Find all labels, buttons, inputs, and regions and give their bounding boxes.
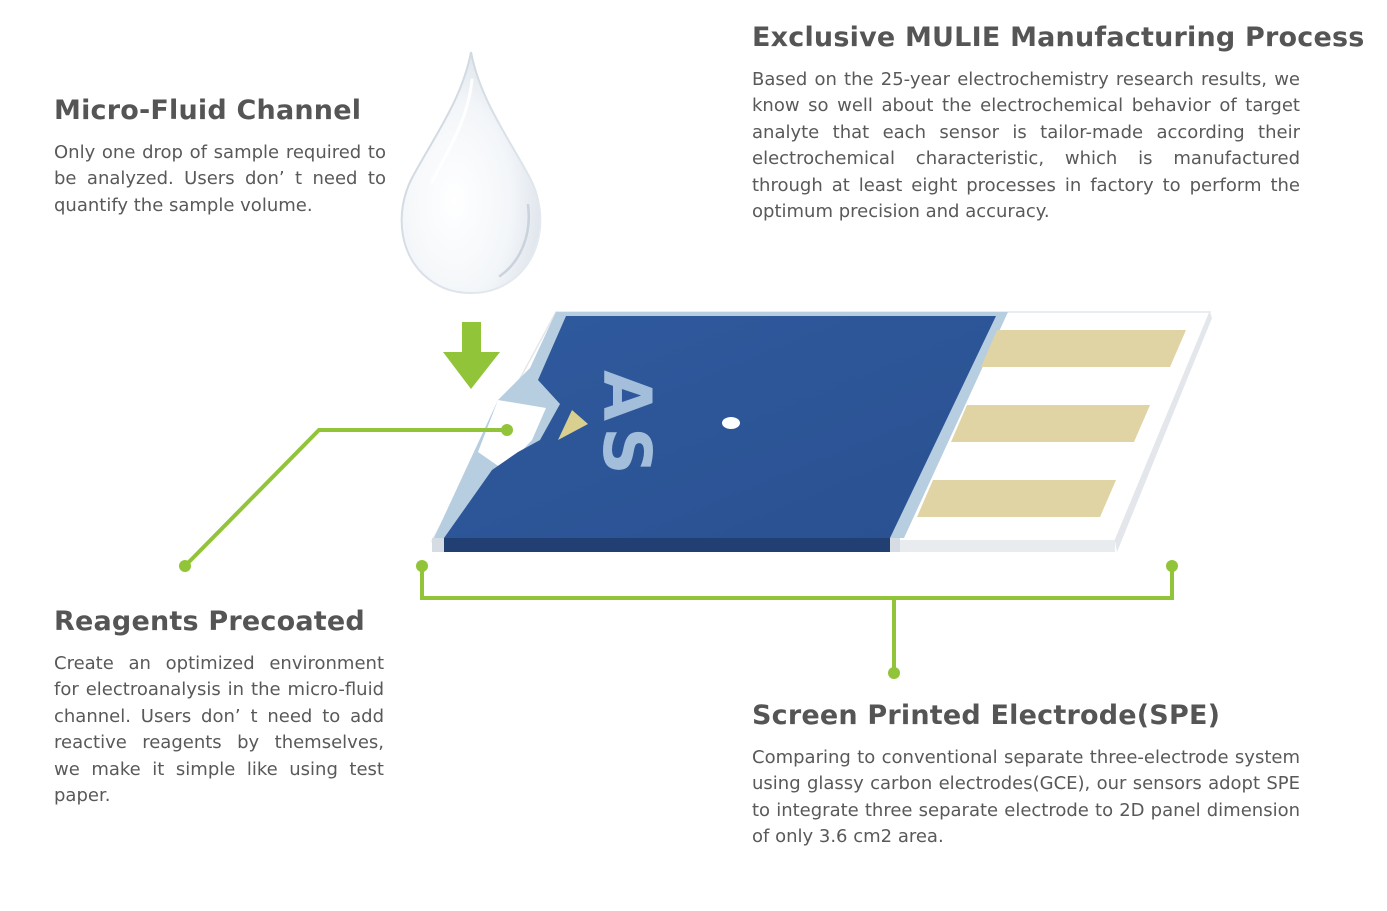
spe-title: Screen Printed Electrode(SPE) [752,700,1221,731]
down-arrow-icon [443,322,500,389]
sensor-logo: AS [588,370,665,481]
spe-bracket [416,560,1178,679]
mulie-title: Exclusive MULIE Manufacturing Process [752,22,1365,53]
sensor-hole [722,417,740,429]
sensor-strip: AS [430,311,1212,552]
insulation-layer [444,316,996,538]
electrode-contact-3 [917,480,1116,517]
reagents-body: Create an optimized environment for elec… [54,653,384,807]
mulie-body: Based on the 25-year electrochemistry re… [752,69,1300,223]
micro-fluid-block: Micro-Fluid Channel Only one drop of sam… [54,95,386,219]
reagent-spot [558,410,588,440]
spe-block: Screen Printed Electrode(SPE) Comparing … [752,700,1300,851]
micro-fluid-body: Only one drop of sample required to be a… [54,142,386,216]
mulie-block: Exclusive MULIE Manufacturing Process Ba… [752,22,1365,225]
electrode-contact-2 [951,405,1150,442]
water-drop-icon [400,51,542,294]
spe-body: Comparing to conventional separate three… [752,747,1300,848]
reagents-title: Reagents Precoated [54,606,365,637]
reagents-leader-line [179,424,513,572]
micro-fluid-title: Micro-Fluid Channel [54,95,362,126]
reagents-block: Reagents Precoated Create an optimized e… [54,606,384,809]
electrode-contact-1 [981,330,1186,367]
